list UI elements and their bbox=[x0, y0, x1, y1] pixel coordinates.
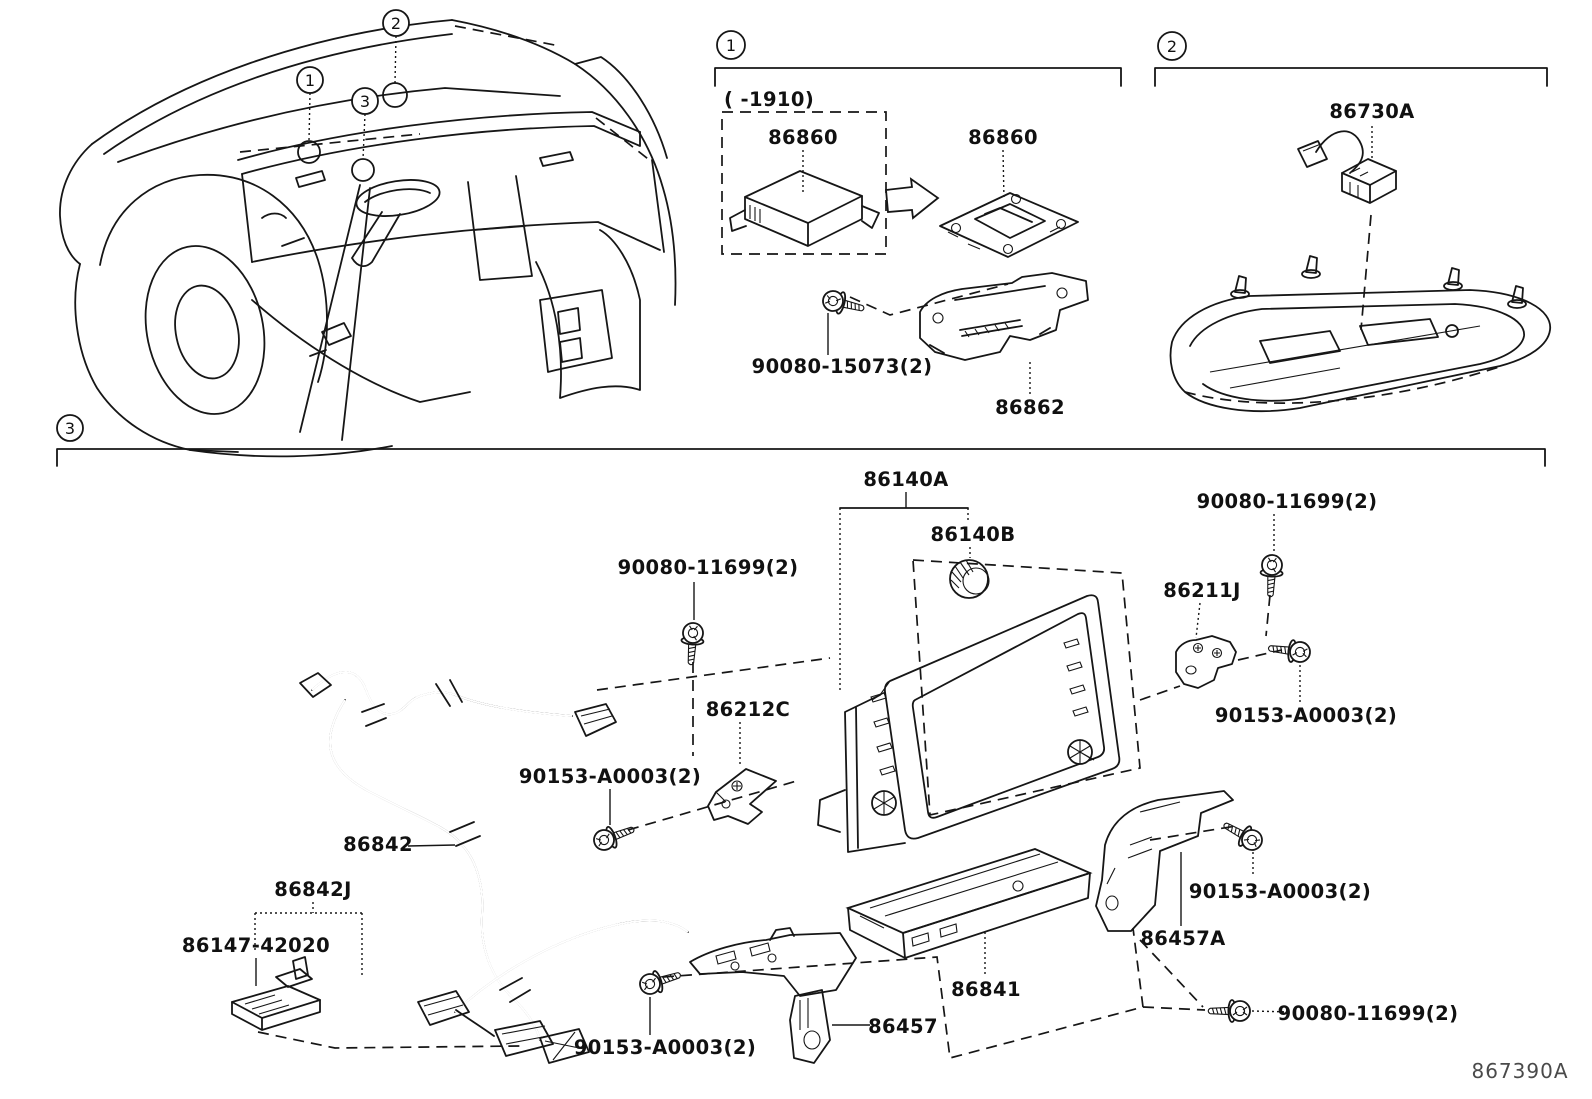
screw-90153-left-center bbox=[589, 817, 639, 855]
production-note: ( -1910) bbox=[724, 88, 814, 111]
amplifier-86841-drawing bbox=[845, 848, 1093, 959]
part-label-86860-old: 86860 bbox=[768, 126, 838, 149]
part-label-90080-15073: 90080-15073(2) bbox=[752, 355, 933, 378]
radio-unit-drawing bbox=[817, 594, 1121, 853]
section-3-receiver-group: 3 86140A 86140B bbox=[56, 414, 1546, 1064]
callout-1-number: 1 bbox=[305, 71, 315, 90]
wire-harness-86842-drawing bbox=[299, 671, 617, 1064]
section-1-number: 1 bbox=[726, 36, 736, 55]
location-ring-3 bbox=[351, 158, 375, 182]
part-label-86457A: 86457A bbox=[1140, 927, 1225, 950]
screw-90153-right bbox=[1217, 814, 1267, 856]
section-1-sensor-group: 1 ( -1910) 86860 86860 90080-15073(2) bbox=[714, 30, 1122, 419]
part-label-86862: 86862 bbox=[995, 396, 1065, 419]
old-part-frame bbox=[721, 111, 887, 255]
bracket-86862-drawing bbox=[919, 272, 1089, 361]
holder-86147-drawing bbox=[231, 956, 321, 1031]
vehicle-cutaway-sketch: 1 2 3 bbox=[59, 9, 677, 458]
microphone-drawing bbox=[1297, 130, 1397, 204]
screw-90153-right-mid bbox=[1266, 636, 1313, 666]
callout-3-number: 3 bbox=[360, 92, 370, 111]
part-label-90153-right-mid: 90153-A0003(2) bbox=[1215, 704, 1397, 727]
part-label-86842: 86842 bbox=[343, 833, 413, 856]
part-label-86457: 86457 bbox=[868, 1015, 938, 1038]
part-label-86212C: 86212C bbox=[706, 698, 791, 721]
part-label-86211J: 86211J bbox=[1163, 579, 1241, 602]
roof-console-drawing bbox=[1169, 255, 1551, 413]
section-2-callout: 2 bbox=[1157, 31, 1187, 61]
wire-harness-86842J-drawing bbox=[417, 919, 689, 1057]
part-label-86860-new: 86860 bbox=[968, 126, 1038, 149]
sensor-new-drawing bbox=[939, 192, 1079, 258]
location-ring-1 bbox=[297, 140, 321, 164]
location-ring-2 bbox=[382, 82, 408, 108]
section-2-number: 2 bbox=[1167, 37, 1177, 56]
callout-1: 1 bbox=[296, 66, 324, 94]
bracket-86212C-drawing bbox=[707, 768, 777, 825]
part-label-90153-bottom-left: 90153-A0003(2) bbox=[574, 1036, 756, 1059]
part-label-90080-11699-top-right: 90080-11699(2) bbox=[1197, 490, 1378, 513]
callout-2-number: 2 bbox=[391, 14, 401, 33]
section-1-callout: 1 bbox=[716, 30, 746, 60]
bracket-86457A-drawing bbox=[1095, 790, 1234, 932]
section-2-microphone-group: 2 86730A bbox=[1154, 31, 1551, 413]
part-label-86140A: 86140A bbox=[863, 468, 948, 491]
part-label-86842J: 86842J bbox=[274, 878, 352, 901]
part-label-86140B: 86140B bbox=[930, 523, 1015, 546]
part-label-86730A: 86730A bbox=[1329, 100, 1414, 123]
part-label-90153-left-center: 90153-A0003(2) bbox=[519, 765, 701, 788]
arrow-icon bbox=[885, 177, 940, 220]
part-label-86147-42020: 86147-42020 bbox=[182, 934, 330, 957]
section-3-number: 3 bbox=[65, 419, 75, 438]
callout-3: 3 bbox=[351, 87, 379, 115]
part-label-90080-11699-left: 90080-11699(2) bbox=[618, 556, 799, 579]
screw-90080-11699-left bbox=[678, 621, 706, 667]
screw-90153-bottom-left bbox=[636, 963, 685, 999]
screw-90080-11699-top-right bbox=[1258, 553, 1285, 599]
screw-90080-11699-bottom-right bbox=[1207, 999, 1251, 1023]
sensor-old-drawing bbox=[729, 170, 880, 247]
callout-2: 2 bbox=[382, 9, 410, 37]
section-3-callout: 3 bbox=[56, 414, 84, 442]
bracket-86457-drawing bbox=[689, 927, 857, 1064]
knob-86140B-drawing bbox=[949, 559, 990, 599]
part-label-90080-11699-bottom-right: 90080-11699(2) bbox=[1278, 1002, 1459, 1025]
bracket-86211J-drawing bbox=[1175, 635, 1237, 689]
diagram-code: 867390A bbox=[1471, 1059, 1568, 1083]
part-label-90153-right: 90153-A0003(2) bbox=[1189, 880, 1371, 903]
part-label-86841: 86841 bbox=[951, 978, 1021, 1001]
